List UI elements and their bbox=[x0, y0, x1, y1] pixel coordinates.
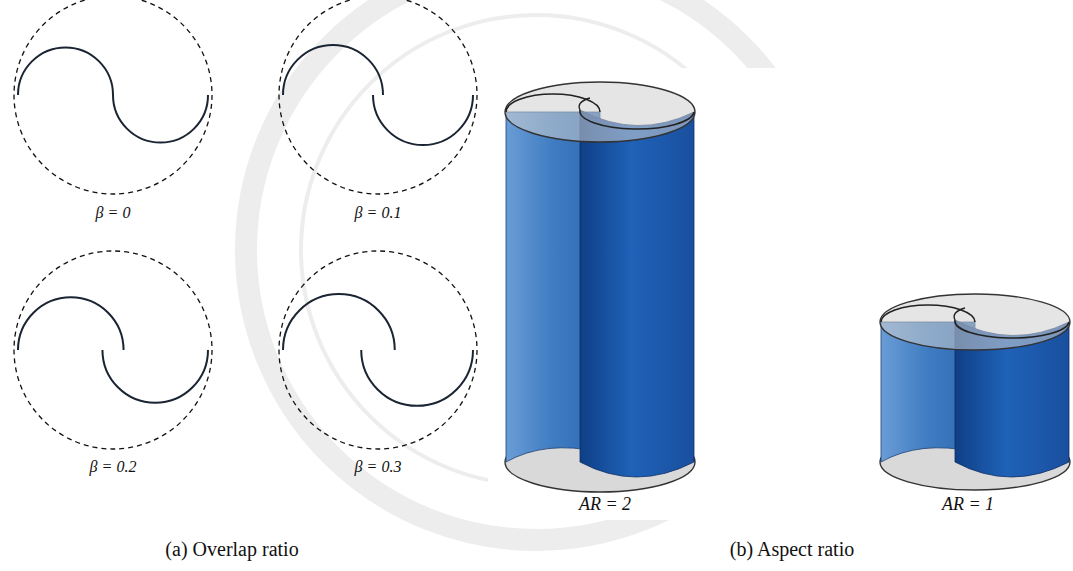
rotor-circle bbox=[14, 251, 212, 449]
panel-caption: (b) Aspect ratio bbox=[730, 538, 854, 561]
blade bbox=[102, 350, 208, 403]
rotor-circle bbox=[279, 251, 477, 449]
aspect-label: AR = 2 bbox=[579, 494, 631, 515]
blade bbox=[361, 350, 473, 406]
beta-label: β = 0 bbox=[96, 204, 131, 222]
rotor-circle bbox=[279, 0, 477, 194]
blade bbox=[113, 95, 208, 143]
beta-label: β = 0.3 bbox=[355, 458, 402, 476]
aspect-label: AR = 1 bbox=[942, 494, 994, 515]
beta-label: β = 0.2 bbox=[90, 458, 137, 476]
beta-label: β = 0.1 bbox=[355, 204, 402, 222]
blade bbox=[18, 297, 124, 350]
blade bbox=[283, 294, 395, 350]
panel-caption: (a) Overlap ratio bbox=[165, 538, 298, 561]
rotor-short bbox=[880, 294, 1070, 490]
rotor-tall bbox=[505, 82, 695, 492]
blade bbox=[373, 95, 473, 145]
top-view-rotors bbox=[14, 0, 477, 449]
blade bbox=[18, 48, 113, 96]
rotor-circle bbox=[14, 0, 212, 194]
panel-ground bbox=[488, 68, 1073, 520]
blade bbox=[283, 45, 383, 95]
